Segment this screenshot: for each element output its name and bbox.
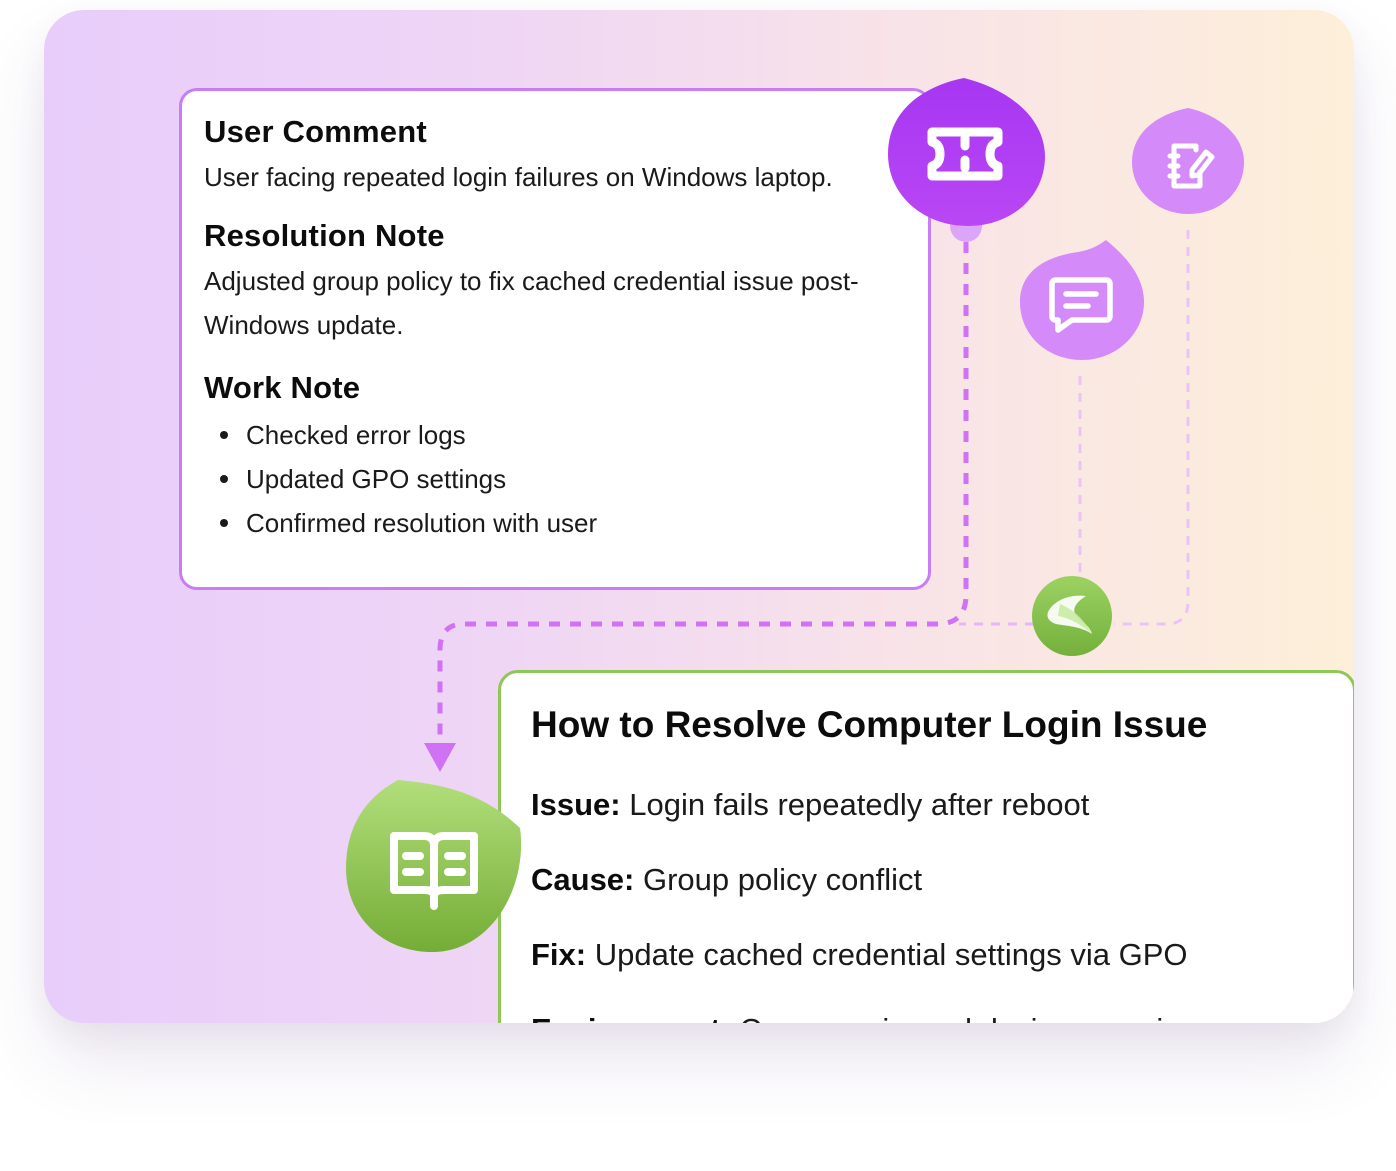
connector-arrowhead: [424, 743, 456, 772]
user-comment-text: User facing repeated login failures on W…: [204, 162, 833, 192]
user-comment-title: User Comment: [204, 114, 427, 149]
notebook-badge: [1132, 108, 1244, 214]
chat-message-icon: [1049, 277, 1113, 333]
row-text: Login fails repeatedly after reboot: [629, 787, 1090, 822]
work-note-item: Confirmed resolution with user: [204, 501, 912, 545]
connector-lines: [424, 230, 1190, 772]
ticket-icon: [927, 127, 1003, 181]
article-title: How to Resolve Computer Login Issue: [531, 704, 1208, 745]
row-label: Cause:: [531, 862, 635, 897]
work-note-item: Checked error logs: [204, 413, 912, 457]
diagram-canvas: User Comment User facing repeated login …: [44, 10, 1354, 1023]
leaf-logo-icon: [1047, 595, 1092, 634]
notes-card: User Comment User facing repeated login …: [179, 88, 931, 590]
work-note-list: Checked error logs Updated GPO settings …: [204, 413, 912, 545]
resolution-note-text: Adjusted group policy to fix cached cred…: [204, 266, 859, 340]
work-note-item: Updated GPO settings: [204, 457, 912, 501]
row-text: Company-issued devices running: [739, 1012, 1197, 1023]
article-row-environment: Environment: Company-issued devices runn…: [531, 1010, 1333, 1023]
article-row-issue: Issue: Login fails repeatedly after rebo…: [531, 785, 1333, 825]
row-label: Issue:: [531, 787, 621, 822]
knowledge-article-card: How to Resolve Computer Login Issue Issu…: [498, 670, 1354, 1023]
open-book-icon: [390, 832, 478, 910]
row-label: Fix:: [531, 937, 587, 972]
row-text: Group policy conflict: [643, 862, 923, 897]
row-text: Update cached credential settings via GP…: [594, 937, 1188, 972]
connector-ticket-to-kb: [437, 242, 969, 748]
ticket-badge: [888, 78, 1045, 226]
chat-badge: [1020, 240, 1144, 360]
work-note-title: Work Note: [204, 370, 361, 405]
notebook-pencil-icon: [1167, 143, 1215, 189]
row-label: Environment:: [531, 1012, 731, 1023]
article-row-cause: Cause: Group policy conflict: [531, 860, 1333, 900]
brand-logo-badge: [1032, 576, 1112, 656]
knowledge-badge: [346, 780, 522, 952]
article-row-fix: Fix: Update cached credential settings v…: [531, 935, 1333, 975]
resolution-note-title: Resolution Note: [204, 218, 445, 253]
